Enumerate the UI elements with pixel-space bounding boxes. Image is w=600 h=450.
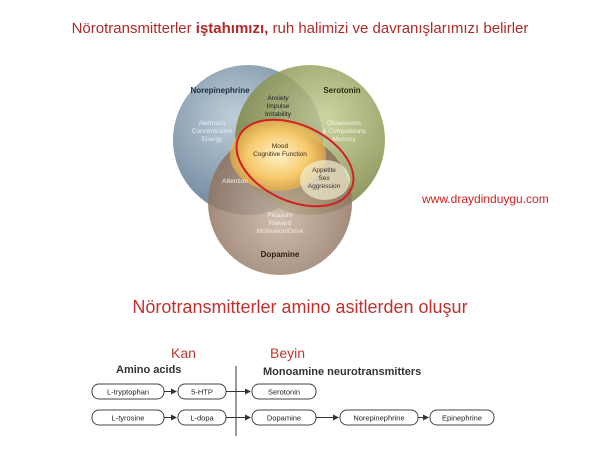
highlight-ellipse <box>235 118 355 208</box>
label-serotonin: Serotonin <box>323 86 360 95</box>
pathway-diagram: Kan Beyin Amino acids Monoamine neurotra… <box>91 345 495 436</box>
ne-sero-line-3: Irritability <box>265 111 292 118</box>
text-dopamine: Dopamine <box>267 414 301 423</box>
node-epinephrine <box>429 409 495 426</box>
ne-line-2: Concentration <box>192 128 233 135</box>
mono-heading: Monoamine neurotransmitters <box>263 366 421 378</box>
sero-dopa-line-2: Sex <box>318 175 330 182</box>
text-serotonin: Serotonin <box>268 388 300 397</box>
text-5-htp: 5-HTP <box>191 388 213 397</box>
title-suffix: ruh halimizi ve davranışlarımızı belirle… <box>268 20 529 37</box>
sero-dopa-line-3: Aggression <box>308 183 341 190</box>
ne-dopa-line-1: Attention <box>222 178 248 185</box>
text-epinephrine: Epinephrine <box>442 414 482 423</box>
label-norepinephrine: Norepinephrine <box>190 86 250 95</box>
title-bold: iştahımızı, <box>195 20 269 37</box>
ne-sero-line-1: Anxiety <box>267 95 289 102</box>
dopa-line-3: Motivation/Drive <box>257 228 304 235</box>
website-link[interactable]: www.draydinduygu.com <box>422 192 549 206</box>
sero-dopa-glow <box>300 160 350 200</box>
ne-line-3: Energy <box>202 136 223 143</box>
text-l-tyrosine: L-tyrosine <box>112 414 145 423</box>
title-prefix: Nörotransmitterler <box>71 20 196 37</box>
label-dopamine: Dopamine <box>261 250 300 259</box>
center-line-2: Cognitive Function <box>253 151 307 158</box>
text-norepinephrine: Norepinephrine <box>353 414 404 423</box>
ne-line-1: Alertness <box>198 120 226 127</box>
dopa-line-1: Pleasure <box>267 212 293 219</box>
dopa-line-2: Reward <box>269 220 292 227</box>
sero-line-1: Obsessions <box>327 120 362 127</box>
beyin-label: Beyin <box>270 345 305 361</box>
venn-diagram: Norepinephrine Alertness Concentration E… <box>173 65 385 275</box>
center-line-1: Mood <box>272 143 289 150</box>
sero-dopa-line-1: Appetite <box>312 167 336 174</box>
amino-heading: Amino acids <box>116 364 181 376</box>
sero-line-3: Memory <box>332 136 356 143</box>
page-title: Nörotransmitterler iştahımızı, ruh halim… <box>0 20 600 37</box>
ne-sero-line-2: Impulse <box>267 103 290 110</box>
text-l-dopa: L-dopa <box>190 414 214 423</box>
sero-line-2: & Compulsions <box>322 128 366 135</box>
subtitle: Nörotransmitterler amino asitlerden oluş… <box>132 297 468 317</box>
node-serotonin <box>251 383 317 400</box>
text-l-tryptophan: L-tryptophan <box>107 388 149 397</box>
kan-label: Kan <box>171 345 196 361</box>
